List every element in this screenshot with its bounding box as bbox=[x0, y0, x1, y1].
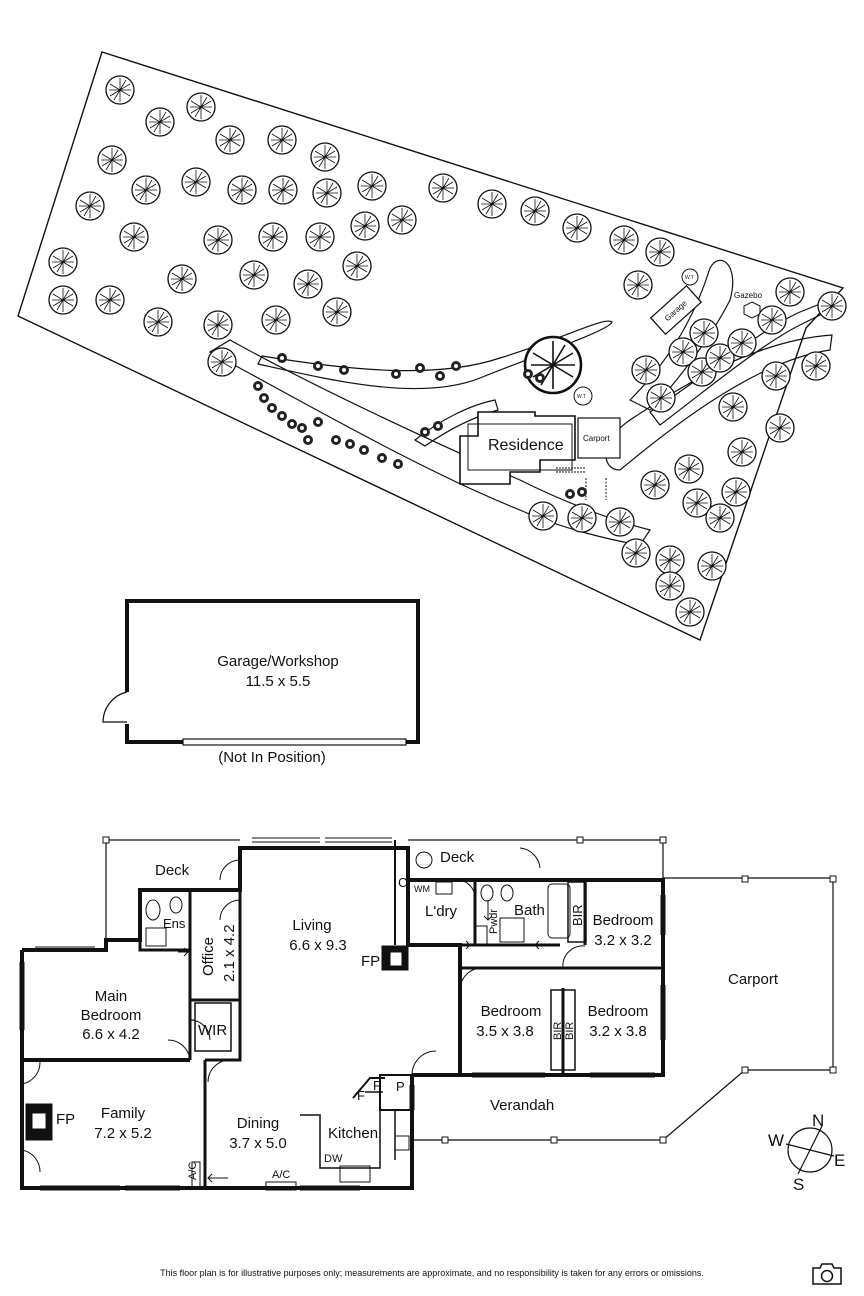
bedroom-ne-name: Bedroom bbox=[593, 912, 654, 929]
garage-door bbox=[182, 738, 407, 746]
bir-2-label: BIR bbox=[552, 1022, 564, 1040]
site-plan: Residence Carport Garage Gazebo W.T W.T bbox=[17, 51, 847, 641]
dining-size: 3.7 x 5.0 bbox=[229, 1135, 287, 1152]
main-bedroom-name-2: Bedroom bbox=[81, 1007, 142, 1024]
living-size: 6.6 x 9.3 bbox=[289, 937, 347, 954]
garage-side-door-swing bbox=[102, 691, 128, 723]
dining-name: Dining bbox=[237, 1115, 280, 1132]
gazebo-label: Gazebo bbox=[734, 291, 763, 300]
site-trees bbox=[48, 75, 847, 627]
powder-label: Pwdr bbox=[488, 909, 500, 934]
gazebo-shape bbox=[743, 301, 761, 319]
washing-machine-label: WM bbox=[414, 884, 430, 894]
bedroom-mid-size: 3.5 x 3.8 bbox=[476, 1023, 534, 1040]
floorplan-labels: Deck Deck Ens Office 2.1 x 4.2 Living 6.… bbox=[56, 849, 779, 1181]
office-size: 2.1 x 4.2 bbox=[221, 924, 238, 982]
water-tank-2 bbox=[573, 386, 593, 406]
water-tank-2-label: W.T bbox=[577, 394, 586, 400]
bedroom-e-name: Bedroom bbox=[588, 1003, 649, 1020]
office-name: Office bbox=[200, 937, 217, 976]
kitchen-label: Kitchen bbox=[328, 1125, 378, 1142]
house-floorplan bbox=[19, 836, 837, 1191]
fireplace-living-label: FP bbox=[361, 953, 380, 970]
residence-label: Residence bbox=[488, 437, 564, 454]
ac-1-label: A/C bbox=[187, 1162, 199, 1180]
carport-label: Carport bbox=[728, 971, 779, 988]
cupboard-c-label: C bbox=[398, 875, 407, 890]
compass-w: W bbox=[768, 1131, 784, 1150]
living-name: Living bbox=[292, 917, 331, 934]
wir-label: WIR bbox=[198, 1022, 227, 1039]
ac-2-label: A/C bbox=[272, 1169, 290, 1181]
compass-n: N bbox=[812, 1111, 824, 1130]
family-name: Family bbox=[101, 1105, 146, 1122]
water-tank-1 bbox=[681, 268, 699, 286]
feature-tree bbox=[523, 335, 583, 395]
compass-s: S bbox=[793, 1175, 804, 1194]
bedroom-e-size: 3.2 x 3.8 bbox=[589, 1023, 647, 1040]
water-tank-1-label: W.T bbox=[685, 275, 694, 281]
camera-icon bbox=[812, 1263, 842, 1285]
deck-west-outline bbox=[105, 839, 240, 940]
deck-east-label: Deck bbox=[440, 849, 475, 866]
verandah-outline bbox=[412, 1069, 746, 1141]
garage-workshop bbox=[102, 599, 420, 746]
compass-e: E bbox=[834, 1151, 845, 1170]
pantry-label: P bbox=[396, 1079, 405, 1094]
site-boundary bbox=[17, 51, 845, 641]
site-carport-label: Carport bbox=[583, 434, 610, 443]
driveway-garage-loop bbox=[628, 259, 734, 411]
bedroom-mid-name: Bedroom bbox=[481, 1003, 542, 1020]
family-size: 7.2 x 5.2 bbox=[94, 1125, 152, 1142]
fridge-2-label: F bbox=[357, 1088, 365, 1103]
not-in-position-note: (Not In Position) bbox=[218, 749, 326, 766]
garage-workshop-size: 11.5 x 5.5 bbox=[246, 673, 311, 690]
ensuite-label: Ens bbox=[163, 916, 186, 931]
deck-west-label: Deck bbox=[155, 862, 190, 879]
dishwasher-label: DW bbox=[324, 1153, 343, 1165]
compass: N S E W bbox=[768, 1111, 845, 1194]
main-bedroom-size: 6.6 x 4.2 bbox=[82, 1026, 140, 1043]
bir-1-label: BIR bbox=[570, 904, 585, 926]
site-garage: Garage bbox=[649, 284, 703, 336]
driveway-main bbox=[208, 339, 651, 546]
bath-label: Bath bbox=[514, 902, 545, 919]
residence-footprint bbox=[459, 411, 621, 500]
bir-3-label: BIR bbox=[564, 1022, 576, 1040]
driveway-west bbox=[257, 320, 613, 390]
path-south bbox=[413, 399, 499, 447]
fireplace-family-label: FP bbox=[56, 1111, 75, 1128]
garage-workshop-name: Garage/Workshop bbox=[217, 653, 338, 670]
laundry-label: L'dry bbox=[425, 903, 458, 920]
fridge-1-label: F bbox=[373, 1078, 381, 1093]
bedroom-ne-size: 3.2 x 3.2 bbox=[594, 932, 652, 949]
verandah-label: Verandah bbox=[490, 1097, 554, 1114]
main-bedroom-name-1: Main bbox=[95, 988, 128, 1005]
disclaimer: This floor plan is for illustrative purp… bbox=[160, 1268, 704, 1278]
